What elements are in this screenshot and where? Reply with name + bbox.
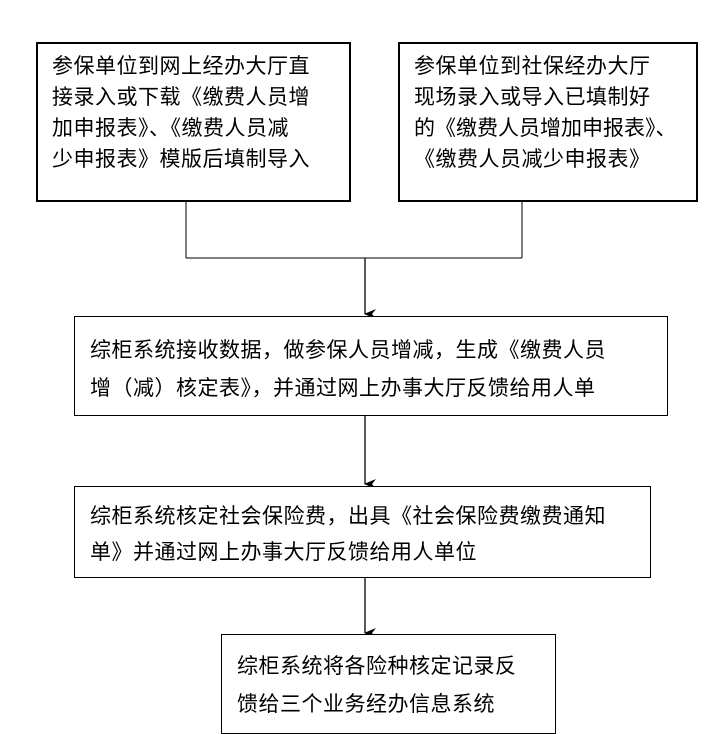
receive-data-step-box: 综柜系统接收数据，做参保人员增减，生成《缴费人员 增（减）核定表》，并通过网上办… (74, 316, 668, 416)
box-line: 少申报表》模版后填制导入 (52, 147, 310, 171)
box-line: 参保单位到社保经办大厅 (414, 54, 651, 78)
box-line: 参保单位到网上经办大厅直 (52, 54, 310, 78)
box-line: 接录入或下载《缴费人员增 (52, 85, 310, 109)
online-hall-entry-box: 参保单位到网上经办大厅直 接录入或下载《缴费人员增 加申报表》、《缴费人员减 少… (36, 42, 351, 202)
verify-premium-step-box: 综柜系统核定社会保险费，出具《社会保险费缴费通知 单》并通过网上办事大厅反馈给用… (74, 486, 651, 578)
box-line: 综柜系统接收数据，做参保人员增减，生成《缴费人员 (90, 338, 606, 362)
onsite-hall-entry-box: 参保单位到社保经办大厅 现场录入或导入已填制好 的《缴费人员增加申报表》、 《缴… (398, 42, 698, 202)
box-line: 增（减）核定表》，并通过网上办事大厅反馈给用人单 (90, 376, 596, 400)
box-line: 综柜系统核定社会保险费，出具《社会保险费缴费通知 (90, 504, 606, 528)
box-line: 《缴费人员减少申报表》 (414, 147, 651, 171)
box-line: 馈给三个业务经办信息系统 (237, 692, 495, 716)
box-line: 的《缴费人员增加申报表》、 (414, 116, 677, 140)
box-line: 加申报表》、《缴费人员减 (52, 116, 289, 140)
box-line: 综柜系统将各险种核定记录反 (237, 654, 517, 678)
box-line: 现场录入或导入已填制好 (414, 85, 651, 109)
box-line: 单》并通过网上办事大厅反馈给用人单位 (90, 540, 477, 564)
feedback-records-step-box: 综柜系统将各险种核定记录反 馈给三个业务经办信息系统 (221, 634, 556, 734)
